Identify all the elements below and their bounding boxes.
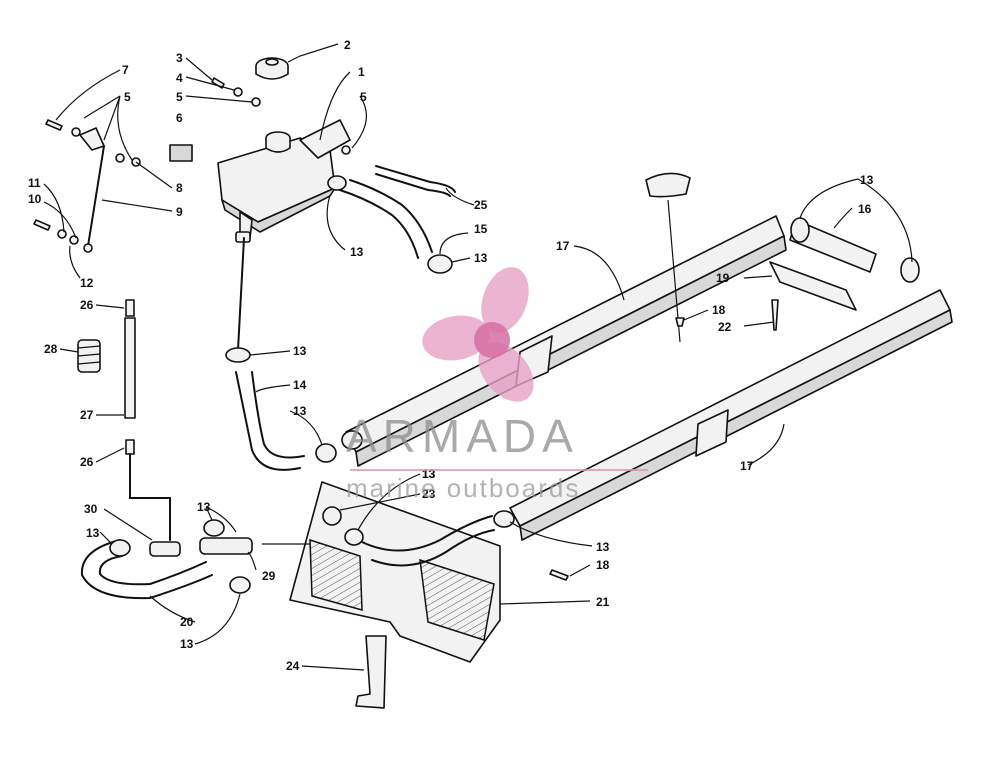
callout-7: 7	[122, 63, 129, 77]
callout-21: 21	[596, 595, 610, 609]
clamp-right-far	[900, 257, 920, 283]
callout-5: 5	[176, 90, 183, 104]
callout-18: 18	[596, 558, 610, 572]
callout-13: 13	[350, 245, 364, 259]
callout-1: 1	[358, 65, 365, 79]
callout-13: 13	[596, 540, 610, 554]
callout-numbers: 1 2 3 4 5 5 5 6 7 8 9 10 11 12 13 13 13 …	[28, 38, 874, 673]
radiator-cap	[255, 57, 289, 80]
heat-exchanger-21	[289, 481, 501, 663]
armada-watermark: ARMADA marine outboards	[346, 267, 648, 503]
callout-13: 13	[860, 173, 874, 187]
callout-24: 24	[286, 659, 300, 673]
clamp-left-upper	[225, 347, 251, 363]
hardware-bolts	[33, 77, 351, 253]
clamp-right-lower	[493, 510, 515, 528]
mounting-bracket	[299, 119, 351, 159]
callout-13: 13	[293, 404, 307, 418]
propeller-logo-icon	[422, 267, 534, 402]
callout-2: 2	[344, 38, 351, 52]
rail-inlet	[341, 430, 363, 450]
callout-3: 3	[176, 51, 183, 65]
callout-13: 13	[86, 526, 100, 540]
clamp-left-lower	[315, 443, 337, 463]
callout-13: 13	[474, 251, 488, 265]
watermark-brand: ARMADA	[346, 410, 579, 462]
drain-line	[237, 237, 245, 351]
callout-13: 13	[180, 637, 194, 651]
callout-10: 10	[28, 192, 42, 206]
callout-19: 19	[716, 271, 730, 285]
filler-neck	[265, 131, 291, 153]
callout-12: 12	[80, 276, 94, 290]
callout-17: 17	[740, 459, 754, 473]
callout-11: 11	[28, 176, 41, 190]
clamp-exchanger-2	[344, 528, 364, 546]
overflow-hose-25	[375, 165, 456, 197]
callout-14: 14	[293, 378, 307, 392]
callout-25: 25	[474, 198, 488, 212]
callout-6: 6	[176, 111, 183, 125]
callout-17: 17	[556, 239, 570, 253]
callout-29: 29	[262, 569, 276, 583]
rod-assembly	[124, 299, 171, 541]
hose-20	[80, 539, 213, 600]
hose-15	[339, 179, 433, 259]
callout-26: 26	[80, 298, 94, 312]
callout-5: 5	[360, 90, 367, 104]
bracket-24	[355, 635, 387, 709]
callout-9: 9	[176, 205, 183, 219]
rail-17-right	[509, 289, 953, 541]
callout-15: 15	[474, 222, 488, 236]
callout-4: 4	[176, 71, 183, 85]
leader-lines	[43, 43, 913, 671]
hose-14	[235, 371, 305, 471]
clamp-exchanger	[322, 506, 342, 526]
callout-18: 18	[712, 303, 726, 317]
callout-5: 5	[124, 90, 131, 104]
callout-23: 23	[422, 487, 436, 501]
spring-28	[77, 339, 101, 373]
callout-13: 13	[197, 500, 211, 514]
hose-clamps-upper	[327, 175, 453, 274]
label-decal	[169, 144, 193, 162]
watermark-tagline: marine outboards	[346, 473, 580, 503]
hose-23	[361, 515, 495, 567]
callout-16: 16	[858, 202, 872, 216]
callout-26: 26	[80, 455, 94, 469]
callout-20: 20	[180, 615, 194, 629]
callout-30: 30	[84, 502, 98, 516]
clamp-right-upper	[790, 217, 810, 243]
cover-19	[769, 261, 857, 311]
callout-22: 22	[718, 320, 732, 334]
callout-13: 13	[293, 344, 307, 358]
tag-pad	[645, 172, 691, 198]
callout-8: 8	[176, 181, 183, 195]
callout-27: 27	[80, 408, 94, 422]
callout-28: 28	[44, 342, 58, 356]
